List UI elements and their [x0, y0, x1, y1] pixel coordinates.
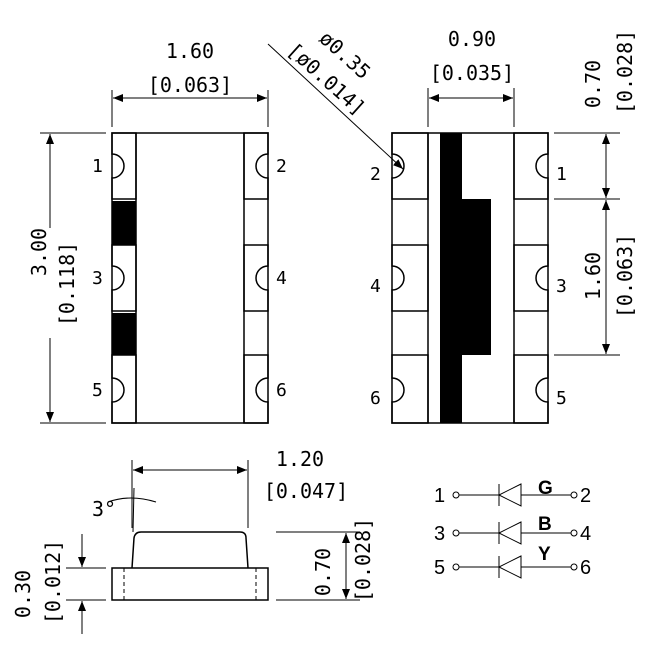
side-base — [111, 567, 269, 601]
bottom-pad-3 — [513, 244, 549, 312]
pitch-in: [0.063] — [613, 234, 637, 318]
bottom-pin-5: 5 — [556, 388, 567, 409]
pitch-mm: 1.60 — [581, 252, 605, 300]
bottom-pin-4: 4 — [370, 276, 381, 297]
draft-angle-arc — [107, 497, 157, 503]
pitch-top-mm: 0.70 — [581, 60, 605, 108]
bottom-pin-3: 3 — [556, 276, 567, 297]
bottom-pad-2 — [391, 132, 429, 200]
bottom-pad-4 — [391, 244, 429, 312]
bottom-pad-5 — [513, 354, 549, 424]
bottom-pin-6: 6 — [370, 388, 381, 409]
side-lens — [131, 531, 249, 569]
pad-6 — [243, 354, 269, 424]
black-bar-left-2 — [112, 313, 136, 355]
top-width-in: [0.063] — [148, 73, 232, 97]
draft-angle: 3° — [92, 497, 116, 521]
top-pin-6: 6 — [276, 380, 287, 401]
top-pin-2: 2 — [276, 156, 287, 177]
bottom-width-mm: 0.90 — [448, 27, 496, 51]
total-height-mm: 0.70 — [311, 548, 335, 596]
pad-5 — [111, 354, 137, 424]
schematic-pin-1: 1 — [434, 485, 445, 507]
top-pin-1: 1 — [92, 156, 103, 177]
color-label-g: G — [538, 478, 553, 499]
total-height-in: [0.028] — [351, 518, 375, 602]
schematic-pin-5: 5 — [434, 557, 445, 579]
diode-g-icon — [497, 483, 522, 507]
base-height-mm: 0.30 — [11, 570, 35, 618]
bottom-pin-1: 1 — [556, 164, 567, 185]
pad-4 — [243, 244, 269, 312]
top-pin-3: 3 — [92, 268, 103, 289]
hole-leader — [267, 43, 404, 170]
bottom-pad-1 — [513, 132, 549, 200]
top-width-mm: 1.60 — [166, 39, 214, 63]
schematic: 1 2 G 3 4 B 5 — [434, 478, 591, 579]
bottom-common-pad — [440, 133, 491, 423]
diode-b-icon — [497, 521, 522, 545]
top-pin-4: 4 — [276, 268, 287, 289]
base-height-in: [0.012] — [41, 540, 65, 624]
schematic-pin-4: 4 — [580, 523, 591, 545]
pad-1 — [111, 132, 137, 200]
bottom-width-in: [0.035] — [430, 61, 514, 85]
lens-width-mm: 1.20 — [276, 447, 324, 471]
bottom-pin-2: 2 — [370, 164, 381, 185]
bottom-view: 2 1 4 3 6 5 ø0.35 [ø0.014] 0.90 [0.035] … — [267, 26, 637, 424]
lens-width-in: [0.047] — [264, 479, 348, 503]
top-height-mm: 3.00 — [27, 228, 51, 276]
pad-3 — [111, 244, 137, 312]
top-pin-5: 5 — [92, 380, 103, 401]
bottom-view-body — [391, 132, 549, 424]
bottom-pad-6 — [391, 354, 429, 424]
schematic-pin-6: 6 — [580, 557, 591, 579]
top-view-body — [111, 132, 269, 424]
top-height-in: [0.118] — [55, 242, 79, 326]
schematic-pin-3: 3 — [434, 523, 445, 545]
pitch-top-in: [0.028] — [613, 30, 637, 114]
schematic-row-2: 3 4 B — [434, 514, 591, 545]
schematic-row-1: 1 2 G — [434, 478, 591, 507]
diode-y-icon — [497, 555, 522, 579]
black-bar-left-1 — [112, 201, 136, 245]
color-label-b: B — [538, 514, 552, 535]
schematic-pin-2: 2 — [580, 485, 591, 507]
color-label-y: Y — [538, 544, 551, 565]
schematic-row-3: 5 6 Y — [434, 544, 591, 579]
side-view: 1.20 [0.047] 3° 0.30 [0.012] 0.70 [0.028… — [11, 447, 375, 634]
pad-2 — [243, 132, 269, 200]
top-view: 1 2 3 4 5 6 1.60 [0.063] 3.00 [0.118] — [27, 39, 287, 424]
